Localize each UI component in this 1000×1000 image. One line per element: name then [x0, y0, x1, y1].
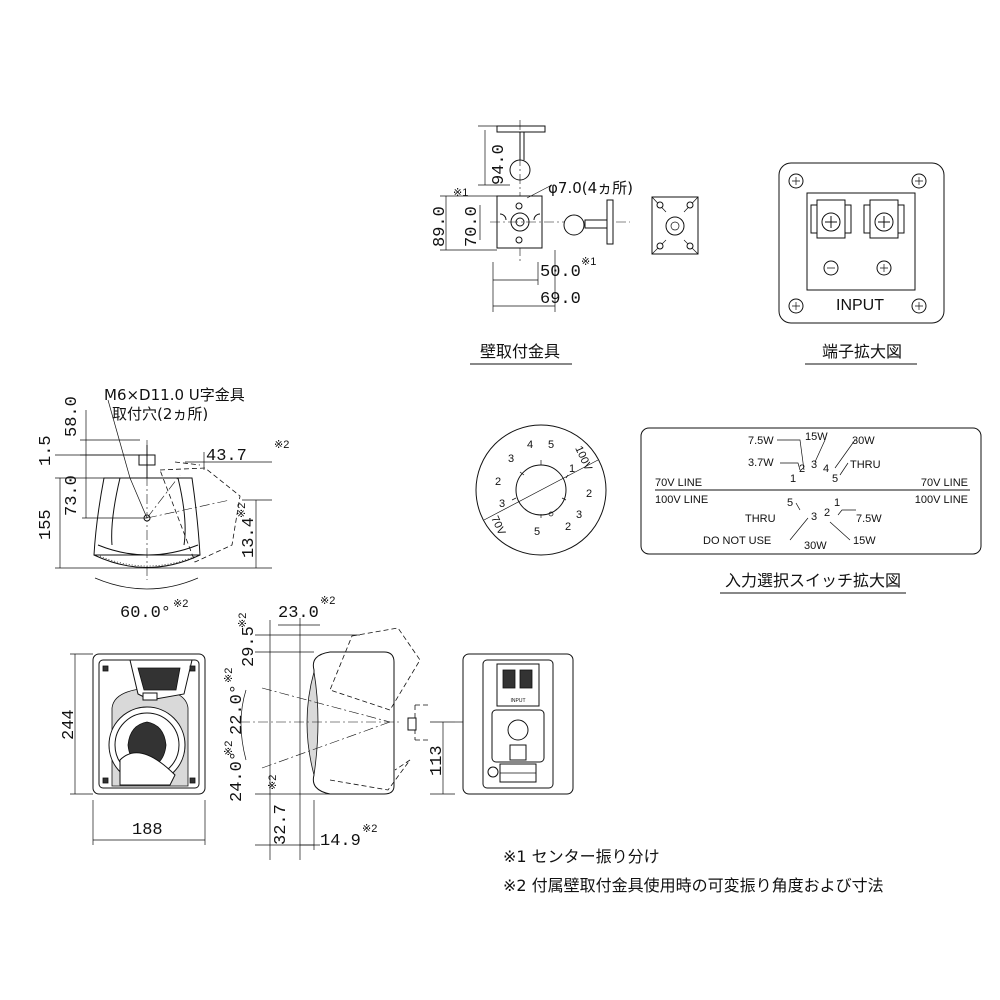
sw-left-70v: 70V LINE: [655, 477, 702, 489]
mark-2-60: ※2: [173, 598, 188, 610]
note-1: ※1 センター振り分け: [503, 847, 660, 866]
sw-top-15w: 15W: [805, 431, 828, 443]
dial-label-2c: 2: [565, 521, 571, 533]
note-2: ※2 付属壁取付金具使用時の可変振り角度および寸法: [503, 876, 884, 895]
sw-bot-3: 3: [811, 511, 817, 523]
rear-view-drawing: [455, 653, 574, 795]
sw-top-2: 2: [799, 463, 805, 475]
mark-2-13: ※2: [236, 503, 248, 518]
terminal-caption: 端子拡大図: [822, 342, 902, 361]
sw-bot-5: 5: [787, 497, 793, 509]
sw-left-100v: 100V LINE: [655, 494, 708, 506]
dial-label-3c: 3: [499, 498, 505, 510]
dim-244: 244: [60, 709, 79, 740]
switch-caption: 入力選択スイッチ拡大図: [725, 571, 901, 590]
dim-13-4: 13.4: [240, 517, 259, 558]
wall-bracket-drawing: [440, 120, 699, 312]
dim-43-7: 43.7: [206, 447, 247, 466]
side-profile-drawing: [240, 618, 455, 860]
sw-bot-1: 1: [834, 497, 840, 509]
dial-label-3a: 3: [508, 453, 514, 465]
switch-leaders: [777, 439, 856, 541]
dim-29-5: 29.5: [240, 626, 259, 667]
sw-top-7-5w: 7.5W: [748, 435, 774, 447]
mark-2-43: ※2: [274, 439, 289, 451]
sw-bot-thru: THRU: [745, 513, 776, 525]
sw-bot-15w: 15W: [853, 535, 876, 547]
dial-label-1: 1: [569, 463, 575, 475]
bracket-caption: 壁取付金具: [480, 342, 560, 361]
dial-label-5b: 5: [534, 526, 540, 538]
dial-label-4: 4: [527, 439, 533, 451]
dial-label-2b: 2: [586, 488, 592, 500]
dial-label-2a: 2: [495, 476, 501, 488]
dim-58: 58.0: [63, 396, 82, 437]
sw-top-30w: 30W: [852, 435, 875, 447]
u-bracket-label-1: M6×D11.0 U字金具: [104, 386, 245, 404]
angle-24: 24.0°: [228, 751, 247, 802]
u-bracket-label-2: 取付穴(2ヵ所): [112, 405, 208, 423]
sw-bot-dnu: DO NOT USE: [703, 535, 771, 547]
sw-top-4: 4: [823, 463, 829, 475]
dim-188: 188: [132, 821, 163, 840]
angle-22: 22.0°: [228, 684, 247, 735]
mark-2-24: ※2: [223, 741, 235, 756]
dim-69: 69.0: [540, 290, 581, 309]
sw-top-3: 3: [811, 459, 817, 471]
hole-label: φ7.0(4ヵ所): [548, 179, 633, 197]
dim-113: 113: [428, 745, 447, 776]
angle-60: 60.0°: [120, 604, 171, 623]
mark-2-29: ※2: [237, 613, 249, 628]
mark-2-32: ※2: [267, 775, 279, 790]
mark-2-14: ※2: [362, 823, 377, 835]
dim-23: 23.0: [278, 604, 319, 623]
sw-bot-30w: 30W: [804, 540, 827, 552]
dim-50: 50.0: [540, 263, 581, 282]
sw-top-3-7w: 3.7W: [748, 457, 774, 469]
side-view-drawing: [55, 399, 272, 590]
sw-top-5: 5: [832, 473, 838, 485]
dim-94: 94.0: [490, 144, 509, 185]
mark-2-22: ※2: [223, 668, 235, 683]
rear-input-label: INPUT: [511, 698, 526, 704]
dim-89: 89.0: [431, 206, 450, 247]
dim-155: 155: [37, 509, 56, 540]
switch-frame: [640, 427, 982, 555]
mark-1-vertical: ※1: [453, 187, 468, 199]
front-view-drawing: [70, 653, 206, 845]
sw-top-1: 1: [790, 473, 796, 485]
terminal-input-label: INPUT: [836, 297, 884, 314]
sw-bot-7-5w: 7.5W: [856, 513, 882, 525]
mark-1-horizontal: ※1: [581, 256, 596, 268]
selector-dial: [475, 424, 607, 556]
sw-bot-2: 2: [824, 507, 830, 519]
dim-32-7: 32.7: [272, 804, 291, 845]
sw-right-70v: 70V LINE: [921, 477, 968, 489]
sw-right-100v: 100V LINE: [915, 494, 968, 506]
dim-1-5: 1.5: [37, 435, 56, 466]
terminal-drawing: [778, 162, 945, 324]
mark-2-23: ※2: [320, 595, 335, 607]
dial-label-3b: 3: [576, 509, 582, 521]
dim-14-9: 14.9: [320, 832, 361, 851]
dim-70: 70.0: [463, 206, 482, 247]
dial-label-5: 5: [548, 439, 554, 451]
sw-top-thru: THRU: [850, 459, 881, 471]
dim-73: 73.0: [63, 475, 82, 516]
